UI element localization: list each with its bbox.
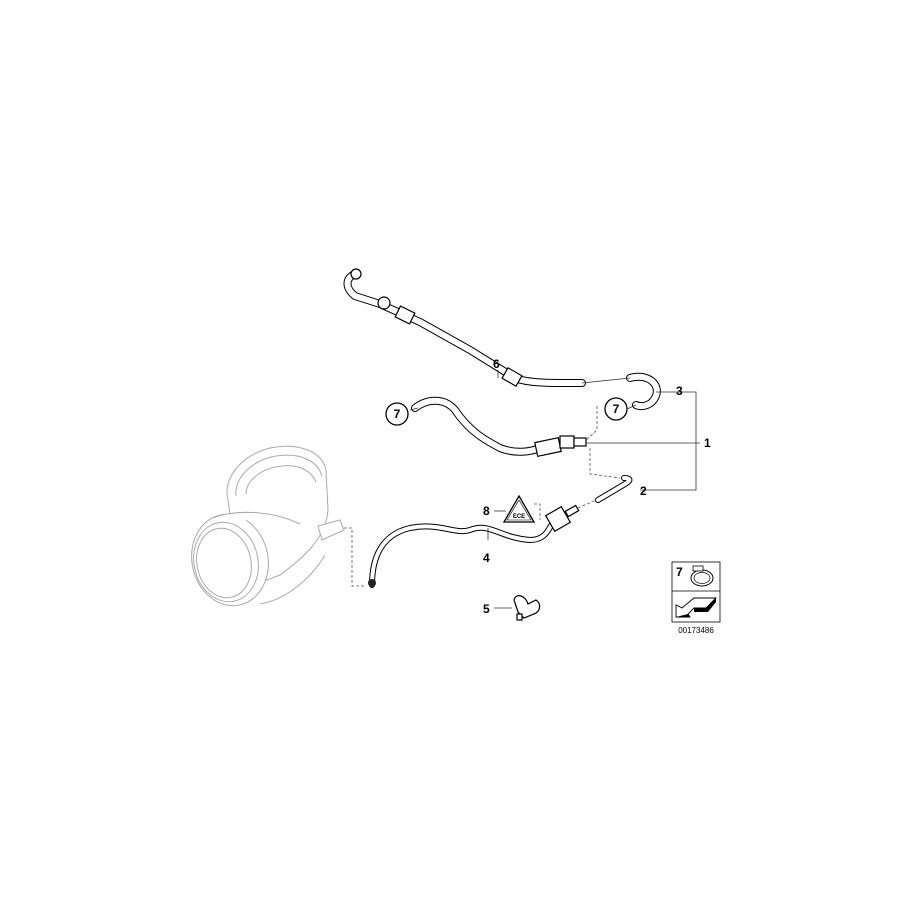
reference-number: 00173486 xyxy=(678,626,714,635)
legend-item-number: 7 xyxy=(676,565,683,579)
callout-1: 1 xyxy=(704,436,711,450)
callout-6: 6 xyxy=(493,357,500,371)
legend-box: 7 xyxy=(671,561,721,623)
callout-7-circle-left: 7 xyxy=(385,402,409,426)
part-4-vacuum-line[interactable] xyxy=(368,504,580,588)
part-3-u-hose[interactable] xyxy=(626,372,661,411)
part-8-warning-label[interactable]: ECE xyxy=(502,494,536,523)
callout-7-circle-right: 7 xyxy=(604,397,637,421)
part-6-hose[interactable] xyxy=(343,268,586,388)
warning-label-text: ECE xyxy=(513,514,525,520)
svg-text:7: 7 xyxy=(613,402,620,416)
hose-clamp-icon xyxy=(690,565,714,587)
arrow-icon xyxy=(675,597,718,618)
callout-8: 8 xyxy=(483,504,490,518)
part-5-clip[interactable] xyxy=(513,595,541,621)
callout-labels: 6 3 1 2 8 4 5 xyxy=(483,357,711,616)
callout-5: 5 xyxy=(483,602,490,616)
part-2-hose[interactable] xyxy=(595,475,633,503)
part-1-hose-valve[interactable] xyxy=(411,396,587,458)
svg-text:7: 7 xyxy=(394,407,401,421)
intake-boot xyxy=(191,445,345,607)
callout-4: 4 xyxy=(483,551,490,565)
leader-lines xyxy=(344,370,700,609)
callout-3: 3 xyxy=(676,384,683,398)
callout-2: 2 xyxy=(640,484,647,498)
